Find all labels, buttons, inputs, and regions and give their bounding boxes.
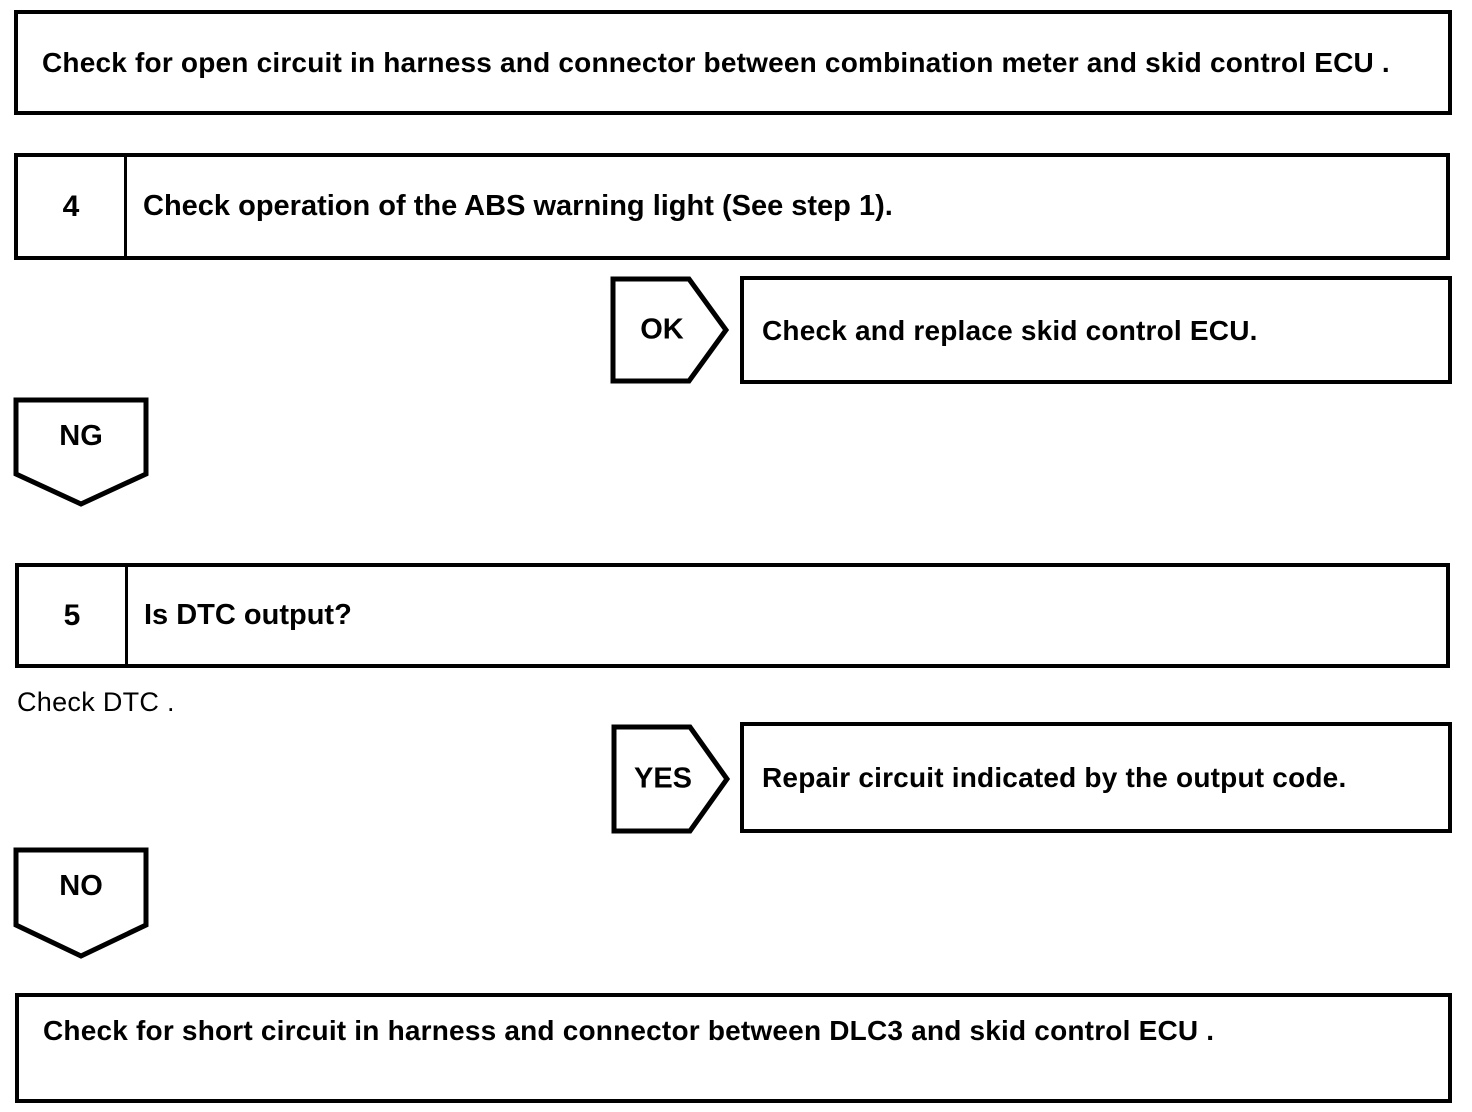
ok-label: OK: [640, 313, 684, 346]
no-label: NO: [59, 869, 103, 902]
down-arrow-pentagon-icon: [13, 847, 149, 959]
ng-label: NG: [59, 419, 103, 452]
step5-box: 5 Is DTC output?: [15, 563, 1450, 668]
instruction-box-top: Check for open circuit in harness and co…: [14, 10, 1452, 115]
step5-title: Is DTC output?: [144, 599, 352, 631]
instruction-top-text: Check for open circuit in harness and co…: [42, 47, 1390, 78]
right-arrow-pentagon-icon: [610, 276, 730, 384]
check-dtc-note: Check DTC .: [17, 687, 175, 717]
yes-label: YES: [633, 762, 693, 795]
step4-box: 4 Check operation of the ABS warning lig…: [14, 153, 1450, 260]
instruction-bottom-text: Check for short circuit in harness and c…: [43, 1014, 1215, 1046]
ok-action-box: Check and replace skid control ECU.: [740, 276, 1452, 384]
instruction-box-bottom: Check for short circuit in harness and c…: [15, 993, 1452, 1103]
yes-action-text: Repair circuit indicated by the output c…: [762, 762, 1347, 793]
yes-action-box: Repair circuit indicated by the output c…: [740, 722, 1452, 833]
ng-connector: NG: [13, 397, 149, 507]
step5-number: 5: [19, 567, 128, 664]
yes-connector: YES: [611, 724, 731, 834]
right-arrow-pentagon-icon: [611, 724, 731, 834]
no-connector: NO: [13, 847, 149, 959]
ok-connector: OK: [610, 276, 730, 384]
ok-action-text: Check and replace skid control ECU.: [762, 314, 1258, 346]
step4-title: Check operation of the ABS warning light…: [143, 190, 893, 222]
down-arrow-pentagon-icon: [13, 397, 149, 507]
step4-number: 4: [18, 157, 127, 256]
